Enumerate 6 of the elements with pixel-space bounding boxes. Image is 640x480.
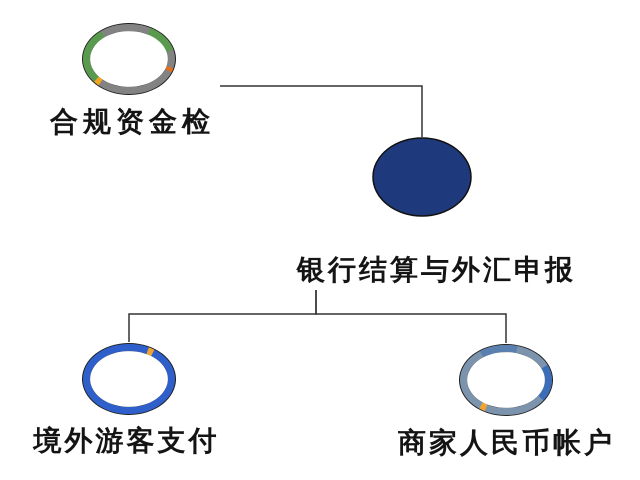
connector-line <box>315 290 507 343</box>
node-label: 合规资金检 <box>48 106 215 138</box>
connector-line <box>220 85 423 137</box>
node-label: 境外游客支付 <box>32 425 220 457</box>
node-label: 商家人民币帐户 <box>397 427 615 459</box>
node-label: 银行结算与外汇申报 <box>295 254 576 286</box>
